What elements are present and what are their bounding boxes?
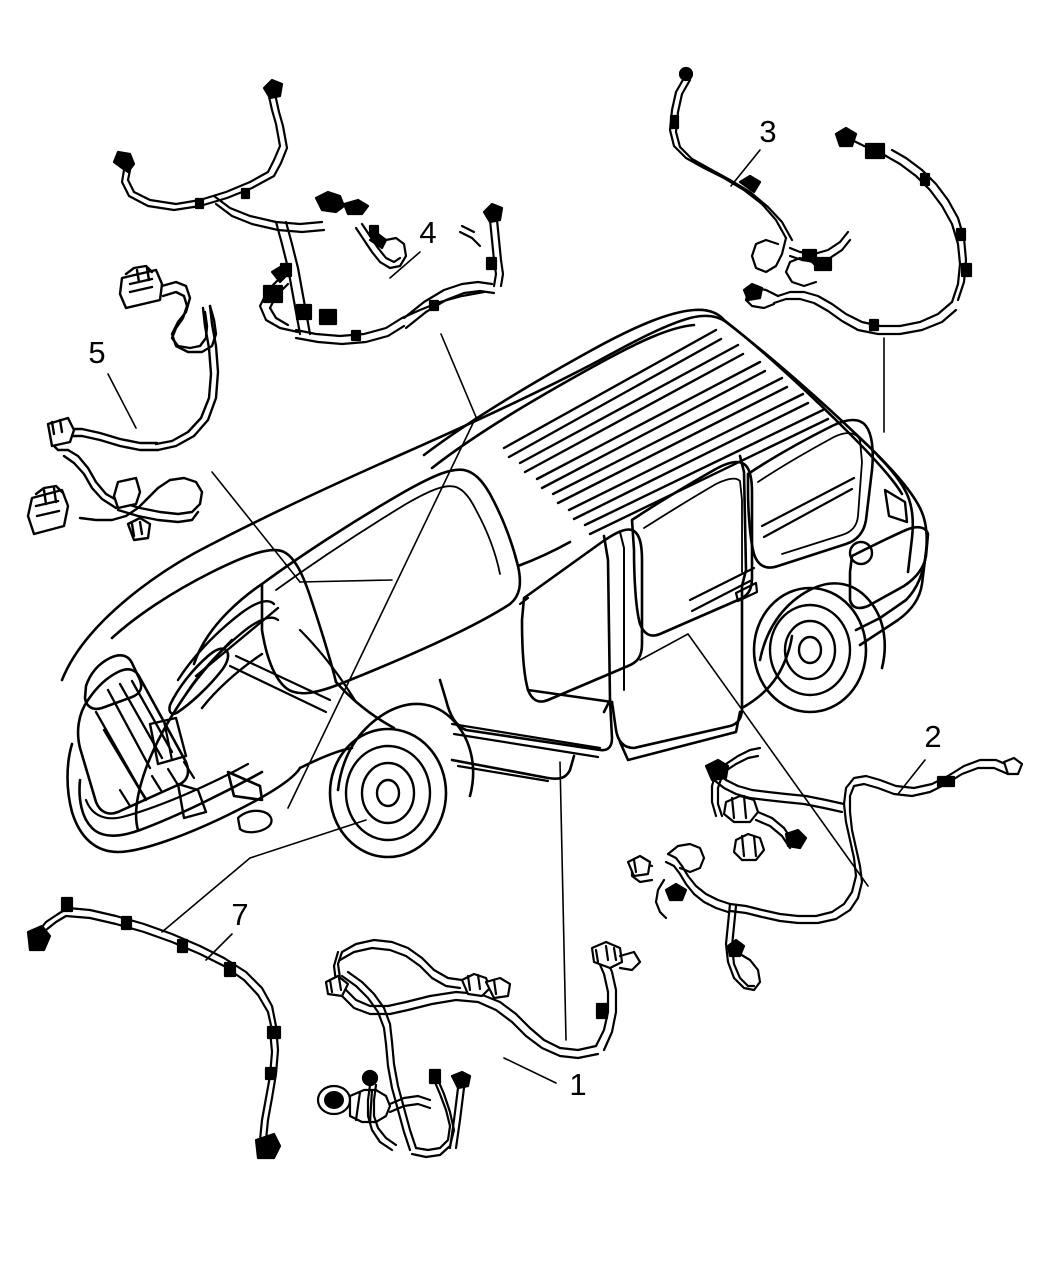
hood-center-spine xyxy=(168,647,230,716)
bumper-slots xyxy=(118,760,196,808)
rear-door-handle xyxy=(734,581,759,603)
pointer-line-7 xyxy=(161,857,251,933)
fender-top-line xyxy=(298,628,358,704)
tail-lamp xyxy=(848,540,874,566)
grille-center-divider xyxy=(162,719,174,762)
callout-label-4: 4 xyxy=(419,215,436,250)
pointer-line-5b xyxy=(299,579,393,583)
callout-label-5: 5 xyxy=(88,335,105,370)
roof-ribs xyxy=(502,328,830,536)
headlamp xyxy=(83,653,143,711)
harness-front-door xyxy=(316,938,642,1159)
leader-line-1 xyxy=(503,1057,557,1084)
harness-overhead-console-jumper xyxy=(26,264,220,542)
callout-label-7: 7 xyxy=(231,897,248,932)
bodyside-to-rear-wheel xyxy=(740,634,794,710)
rear-door-window xyxy=(630,460,754,637)
leader-line-5 xyxy=(107,373,137,429)
quarter-window-inner xyxy=(757,432,863,555)
pointer-line-7b xyxy=(249,819,367,859)
leader-line-4 xyxy=(389,251,421,279)
hood xyxy=(110,548,338,684)
harness-body-side xyxy=(26,896,282,1160)
harness-instrument-panel xyxy=(112,78,505,346)
bodyside-crease-rear xyxy=(688,566,756,602)
b-pillar-inner xyxy=(619,531,625,691)
side-crease-long xyxy=(234,654,332,702)
side-mirror-base xyxy=(518,596,530,606)
windshield-inner xyxy=(275,485,501,591)
pointer-line-1 xyxy=(559,761,567,1041)
hood-creases xyxy=(176,600,280,710)
front-door-panel xyxy=(438,678,614,752)
front-door-sill xyxy=(526,688,614,704)
fender-door-seam xyxy=(334,680,396,730)
pointer-line-5 xyxy=(211,471,301,583)
quarter-window xyxy=(746,418,875,569)
grille-center-block xyxy=(148,716,188,766)
rear-wheel-arch xyxy=(758,582,887,670)
lower-air-dam xyxy=(176,782,208,820)
vehicle-body-outline xyxy=(60,314,929,682)
lower-body-line xyxy=(298,746,354,770)
leader-line-3 xyxy=(730,149,761,187)
front-valance xyxy=(226,770,264,802)
rear-bumper xyxy=(848,525,930,610)
rear-rocker xyxy=(618,710,742,762)
front-bumper-line-3 xyxy=(84,762,250,820)
c-pillar xyxy=(738,454,748,588)
callout-labels: 1 2 3 4 5 7 xyxy=(88,114,941,1102)
pointer-line-4b xyxy=(287,416,477,809)
b-pillar xyxy=(602,534,612,714)
roof-panel xyxy=(422,308,726,457)
rear-door-window-inner xyxy=(643,477,743,573)
harness-roof-headliner xyxy=(668,66,973,336)
leader-lines xyxy=(107,149,926,1084)
front-wheel-arch xyxy=(336,702,475,798)
vehicle-illustration xyxy=(60,308,930,859)
rear-quarter-line-2 xyxy=(762,487,854,539)
front-grille-surround xyxy=(76,668,190,815)
pointer-line-2b xyxy=(639,633,689,661)
callout-label-3: 3 xyxy=(759,114,776,149)
side-crease-long-2 xyxy=(228,664,328,714)
roof-edge-inner xyxy=(430,323,696,470)
rear-wheel xyxy=(752,586,868,714)
fog-lamp xyxy=(236,809,273,834)
leader-line-2 xyxy=(897,759,926,795)
rear-light-strip xyxy=(883,488,909,524)
roof-rear-curve xyxy=(722,318,904,496)
front-wheel xyxy=(328,727,448,859)
harness-rear-door xyxy=(626,746,1024,992)
front-bumper-lower xyxy=(78,770,264,838)
rocker-panel xyxy=(450,754,576,781)
callout-label-1: 1 xyxy=(569,1067,586,1102)
a-pillar xyxy=(516,540,572,568)
front-door-crease-2 xyxy=(452,732,600,759)
leader-line-7 xyxy=(205,933,233,961)
rear-quarter-line xyxy=(760,476,856,528)
pointer-line-2 xyxy=(687,633,869,887)
rear-door-panel xyxy=(610,584,744,750)
pointer-line-4 xyxy=(440,333,477,418)
callout-label-2: 2 xyxy=(924,719,941,754)
front-door-crease xyxy=(450,722,602,750)
